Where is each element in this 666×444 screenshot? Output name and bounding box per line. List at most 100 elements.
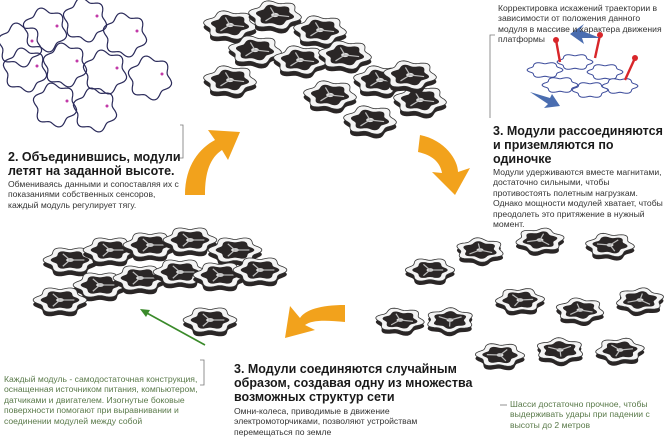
module-strut (227, 243, 236, 251)
module-strut (596, 243, 611, 246)
wireframe-joint (30, 39, 34, 43)
step3-connect-callout: 3. Модули соединяются случайным образом,… (234, 362, 496, 437)
wireframe-module (62, 0, 108, 43)
module-strut (395, 313, 401, 321)
module-strut (329, 94, 345, 98)
module-strut (52, 293, 61, 301)
module-strut (344, 54, 360, 58)
module-strut (410, 99, 421, 107)
module-strut (639, 293, 643, 301)
wireframe-joint (95, 14, 99, 18)
module-strut (220, 24, 231, 32)
module-strut (202, 313, 211, 321)
wireframe-module (2, 47, 48, 93)
cycle-arrow-left-icon (285, 305, 345, 338)
module-strut (627, 299, 641, 303)
wireframe-joint (160, 72, 164, 76)
step3-detach-text: Модули удерживаются вместе магнитами, до… (493, 167, 663, 230)
module-strut (390, 319, 401, 326)
module-strut (212, 274, 221, 282)
module-strut (527, 239, 541, 243)
module-strut (132, 277, 141, 285)
module-strut (249, 42, 256, 51)
module-strut (252, 263, 261, 271)
module-strut (419, 99, 435, 103)
module-strut (62, 259, 71, 267)
step2-title: 2. Объединившись, модули летят на заданн… (8, 150, 181, 178)
wireframe-module (82, 49, 128, 95)
wireframe-module (127, 55, 173, 101)
module-strut (404, 67, 411, 76)
module-strut (229, 24, 245, 28)
platform-module (556, 54, 594, 70)
module-strut (172, 271, 181, 279)
chassis-note: Шасси достаточно прочное, чтобы выдержив… (510, 399, 650, 430)
module-strut (469, 249, 481, 255)
module-strut (539, 239, 550, 246)
module-strut (364, 112, 371, 121)
module-strut (477, 243, 481, 251)
green-arrowhead-icon (140, 309, 150, 317)
module-strut (310, 29, 321, 37)
module-strut (409, 74, 425, 78)
module-strut (220, 79, 231, 87)
module-strut (274, 14, 290, 18)
module-strut (269, 7, 276, 16)
step3-detach-callout: 3. Модули рассоединяются и приземляются … (493, 124, 666, 229)
module-strut (224, 72, 231, 81)
module-strut (576, 303, 581, 311)
cycle-arrow-down-icon (418, 135, 470, 195)
module-strut (609, 239, 619, 246)
module-strut (62, 253, 71, 261)
module-strut (514, 299, 521, 307)
module-strut (132, 271, 141, 279)
module-strut (227, 249, 236, 257)
module-strut (615, 349, 621, 357)
force-arrowhead (553, 37, 559, 43)
platform-module (586, 64, 624, 80)
wireframe-module (22, 7, 68, 53)
module-strut (619, 348, 634, 351)
module-strut (224, 17, 231, 26)
module-strut (360, 119, 371, 127)
module-strut (172, 265, 181, 273)
platform-module (526, 62, 564, 78)
platform-module (571, 82, 609, 98)
force-arrowhead (632, 55, 638, 61)
module-strut (559, 349, 562, 357)
wireframe-module (0, 22, 43, 68)
step3-detach-title: 3. Модули рассоединяются и приземляются … (493, 124, 663, 166)
step3-connect-title: 3. Модули соединяются случайным образом,… (234, 362, 473, 404)
module-strut (438, 315, 451, 321)
module-strut (609, 244, 616, 252)
module-strut (519, 298, 534, 301)
module-strut (142, 244, 151, 252)
step2-callout: 2. Объединившись, модули летят на заданн… (8, 150, 183, 210)
leader-line (489, 34, 495, 118)
module-strut (212, 268, 221, 276)
module-strut (559, 345, 572, 351)
module-strut (92, 284, 101, 292)
leader-line (200, 359, 205, 386)
module-strut (92, 278, 101, 286)
module-strut (254, 49, 270, 53)
module-strut (422, 263, 431, 271)
module-strut (399, 319, 413, 322)
module-strut (245, 49, 256, 57)
module-strut (229, 79, 245, 83)
module-strut (319, 29, 335, 33)
module-strut (294, 52, 301, 61)
force-arrowhead (597, 32, 603, 38)
module-strut (374, 72, 381, 81)
wireframe-joint (115, 66, 119, 70)
module-strut (611, 344, 621, 351)
module-strut (414, 92, 421, 101)
wireframe-joint (105, 104, 109, 108)
step3-connect-text: Омни-колеса, приводимые в движение элект… (234, 406, 418, 437)
force-arrow-icon (593, 34, 602, 59)
trajectory-note: Корректировка искажений траектории в зав… (498, 3, 662, 45)
step2-text: Обмениваясь данными и сопоставляя их с п… (8, 179, 179, 210)
wireframe-module (32, 82, 78, 128)
leader-line (178, 124, 184, 159)
